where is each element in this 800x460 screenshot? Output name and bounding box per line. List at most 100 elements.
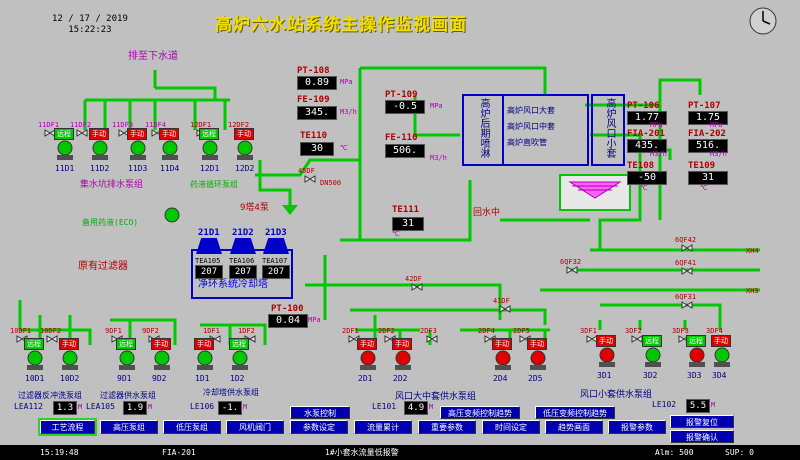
pump-11d3[interactable] — [130, 140, 146, 160]
valve-icon[interactable] — [348, 335, 360, 343]
tower-tag: 21D2 — [232, 228, 254, 238]
tower-value: 207 — [229, 265, 257, 279]
pump-2d5[interactable] — [530, 350, 546, 370]
pump-11d4[interactable] — [162, 140, 178, 160]
level-unit: M — [429, 403, 434, 411]
valve-icon[interactable] — [681, 244, 693, 252]
pump-mode-badge: 手动 — [59, 338, 79, 350]
pump-mode-badge: 手动 — [357, 338, 377, 350]
return-tank — [559, 174, 631, 211]
valve-label: 11DF2 — [70, 121, 92, 129]
valve-label: 45DF — [298, 167, 315, 175]
pump-label: 3D4 — [712, 371, 727, 380]
status-message: 1#小套水流量低报警 — [325, 448, 399, 457]
valve-icon[interactable] — [76, 129, 88, 137]
time-text: 15:22:23 — [68, 25, 112, 35]
pump-3d4[interactable] — [714, 347, 730, 367]
pump-2d2[interactable] — [395, 350, 411, 370]
filter-backwash-label: 过滤器反冲洗泵组 — [18, 391, 82, 400]
valve-icon[interactable] — [566, 266, 578, 274]
valve-icon[interactable] — [681, 267, 693, 275]
instrument-value: 516. — [688, 139, 728, 153]
lv-trend-button[interactable]: 低压变频控制趋势 — [535, 406, 615, 419]
pump-2d4[interactable] — [495, 350, 511, 370]
pump-3d2[interactable] — [645, 347, 661, 367]
valve-label: 2DF1 — [342, 327, 359, 335]
valve-label: 1DF1 — [203, 327, 220, 335]
pump-3d1[interactable] — [599, 347, 615, 367]
tower-tag: 21D1 — [198, 228, 220, 238]
valve-icon[interactable] — [631, 335, 643, 343]
pump-10d1[interactable] — [27, 350, 43, 370]
tower-sensor-tag: TEA105 — [195, 257, 221, 265]
hv-trend-button[interactable]: 高压变频控制趋势 — [440, 406, 520, 419]
valve-icon[interactable] — [46, 335, 58, 343]
alarm-ack-button[interactable]: 报警确认 — [670, 430, 734, 443]
valve-icon[interactable] — [426, 335, 438, 343]
pump-mode-badge: 手动 — [194, 338, 214, 350]
nav-button[interactable]: 风机阀门 — [226, 420, 284, 434]
tower-supply-label: 冷却塔供水泵组 — [203, 388, 259, 397]
valve-label: 10DF2 — [40, 327, 62, 335]
valve-label: 6QF31 — [675, 293, 697, 301]
valve-label: 3DF2 — [625, 327, 642, 335]
nav-button[interactable]: 流量累计 — [354, 420, 412, 434]
pump-icon — [27, 350, 43, 366]
nav-button[interactable]: 报警参数 — [608, 420, 666, 434]
standby-pump-icon[interactable] — [164, 207, 180, 223]
nav-button[interactable]: 时间设定 — [482, 420, 540, 434]
pump-3d3[interactable] — [689, 347, 705, 367]
pump-label: 3D3 — [687, 371, 702, 380]
pump-12d2[interactable] — [237, 140, 253, 160]
valve-icon[interactable] — [681, 301, 693, 309]
instrument-unit: MPa — [650, 121, 663, 129]
pump-label: 3D1 — [597, 371, 612, 380]
pump-10d2[interactable] — [62, 350, 78, 370]
pump-mode-badge: 远程 — [229, 338, 249, 350]
instrument-unit: M3/h — [430, 154, 447, 162]
instrument-value: 1.75 — [688, 111, 728, 125]
pump-11d1[interactable] — [57, 140, 73, 160]
valve-label: 3DF1 — [580, 327, 597, 335]
pump-1d1[interactable] — [197, 350, 213, 370]
valve-label: XH4 — [746, 247, 759, 255]
tuyere-big-label: 高炉风口大套 — [507, 106, 555, 115]
date-text: 12 / 17 / 2019 — [52, 14, 128, 24]
pump-2d1[interactable] — [360, 350, 376, 370]
nav-button[interactable]: 低压泵组 — [163, 420, 221, 434]
nav-button[interactable]: 参数设定 — [290, 420, 348, 434]
instrument-tag: TE109 — [688, 161, 716, 171]
instrument-unit: MPa — [308, 316, 321, 324]
valve-label: 6QF32 — [560, 258, 582, 266]
pump-1d2[interactable] — [232, 350, 248, 370]
nav-button[interactable]: 工艺流程 — [38, 418, 97, 436]
nav-button[interactable]: 高压泵组 — [100, 420, 158, 434]
status-alm: Alm: 500 — [655, 448, 694, 457]
nav-button[interactable]: 趋势画面 — [545, 420, 603, 434]
valve-icon[interactable] — [411, 283, 423, 291]
nav-button[interactable]: 重要参数 — [418, 420, 476, 434]
pump-label: 10D2 — [60, 374, 80, 383]
pump-mode-badge: 手动 — [89, 128, 109, 140]
date-time: 12 / 17 / 2019 15:22:23 — [52, 14, 128, 36]
level-tag: LE106 — [190, 402, 215, 411]
valve-icon[interactable] — [304, 175, 316, 183]
pump-11d2[interactable] — [92, 140, 108, 160]
old-filter-label: 原有过滤器 — [78, 261, 128, 272]
pump-mode-badge: 远程 — [54, 128, 74, 140]
pump-mode-badge: 手动 — [492, 338, 512, 350]
tuyere-mid-label: 高炉风口中套 — [507, 122, 555, 131]
pump-control-button[interactable]: 水泵控制 — [290, 406, 350, 419]
pump-9d1[interactable] — [119, 350, 135, 370]
instrument-unit: M3/h — [710, 150, 727, 158]
alarm-reset-button[interactable]: 报警复位 — [670, 415, 734, 428]
cooling-tower-icon — [263, 238, 289, 254]
pump-9d2[interactable] — [154, 350, 170, 370]
pump-icon — [395, 350, 411, 366]
instrument-tag: TE111 — [392, 205, 420, 215]
status-bar: 15:19:48 FIA-201 1#小套水流量低报警 Alm: 500 SUP… — [0, 445, 800, 460]
pump-12d1[interactable] — [202, 140, 218, 160]
pump-label: 11D2 — [90, 164, 110, 173]
valve-icon[interactable] — [499, 305, 511, 313]
